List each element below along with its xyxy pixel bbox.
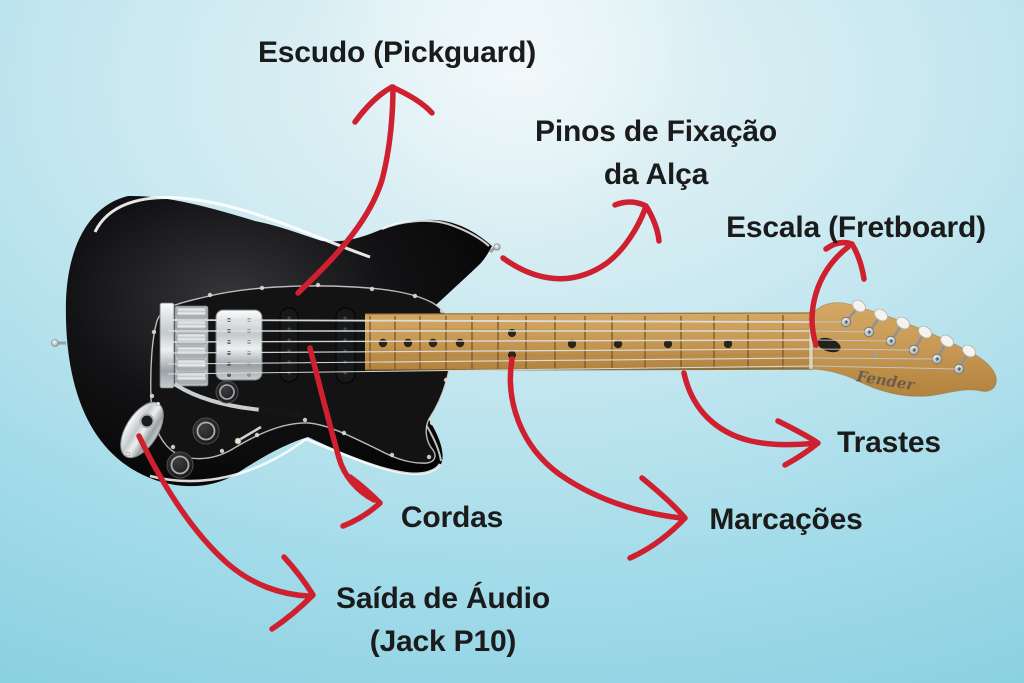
tremolo-arm <box>174 383 302 418</box>
string-tree <box>872 352 878 358</box>
tone-knob-1 <box>192 417 220 445</box>
label-pickguard-text: Escudo (Pickguard) <box>257 36 537 69</box>
neck-fretboard <box>364 312 815 371</box>
label-strings: Cordas <box>401 496 503 539</box>
pickguard-screws <box>149 282 455 460</box>
label-fretboard-text: Escala (Fretboard) <box>726 211 986 244</box>
label-strap-pins: Pinos de Fixação da Alça <box>535 110 777 196</box>
label-frets: Trastes <box>837 421 941 464</box>
single-coil-pickup-middle <box>279 307 299 383</box>
volume-knob <box>215 380 239 404</box>
label-audio-jack: Saída de Áudio (Jack P10) <box>336 577 550 663</box>
arrow-to-strings <box>307 345 383 529</box>
body-gloss-highlights <box>93 196 490 483</box>
label-strap-pins-line2: da Alça <box>603 158 709 191</box>
label-fretboard: Escala (Fretboard) <box>726 206 986 249</box>
tone-knob-2 <box>166 451 194 479</box>
label-inlays: Marcações <box>709 498 863 541</box>
label-pickguard: Escudo (Pickguard) <box>258 31 536 74</box>
label-inlays-text: Marcações <box>709 503 863 536</box>
strap-pin-body-end <box>51 339 66 347</box>
headstock: Fender <box>812 299 997 397</box>
jack-plate <box>120 401 164 459</box>
label-audio-jack-line1: Saída de Áudio <box>336 582 550 615</box>
pickup-selector-switch <box>234 425 262 445</box>
annotation-arrows <box>136 84 867 632</box>
arrow-to-pickguard <box>295 84 435 296</box>
fret-marker-dots <box>378 329 733 359</box>
label-audio-jack-line2: (Jack P10) <box>369 625 517 658</box>
label-frets-text: Trastes <box>837 426 941 459</box>
arrow-to-frets <box>681 370 821 468</box>
audio-jack-hole <box>139 413 155 429</box>
strings <box>167 319 960 375</box>
single-coil-pickup-neck <box>335 307 356 384</box>
arrow-to-fretboard <box>809 239 867 348</box>
strap-pin-upper-horn <box>489 243 501 254</box>
label-strap-pins-line1: Pinos de Fixação <box>535 115 777 148</box>
bridge <box>159 302 209 389</box>
label-strings-text: Cordas <box>400 501 504 534</box>
arrow-to-strap-pin <box>500 199 662 282</box>
arrow-to-audio-jack <box>136 433 316 632</box>
arrow-to-inlays <box>507 356 688 561</box>
